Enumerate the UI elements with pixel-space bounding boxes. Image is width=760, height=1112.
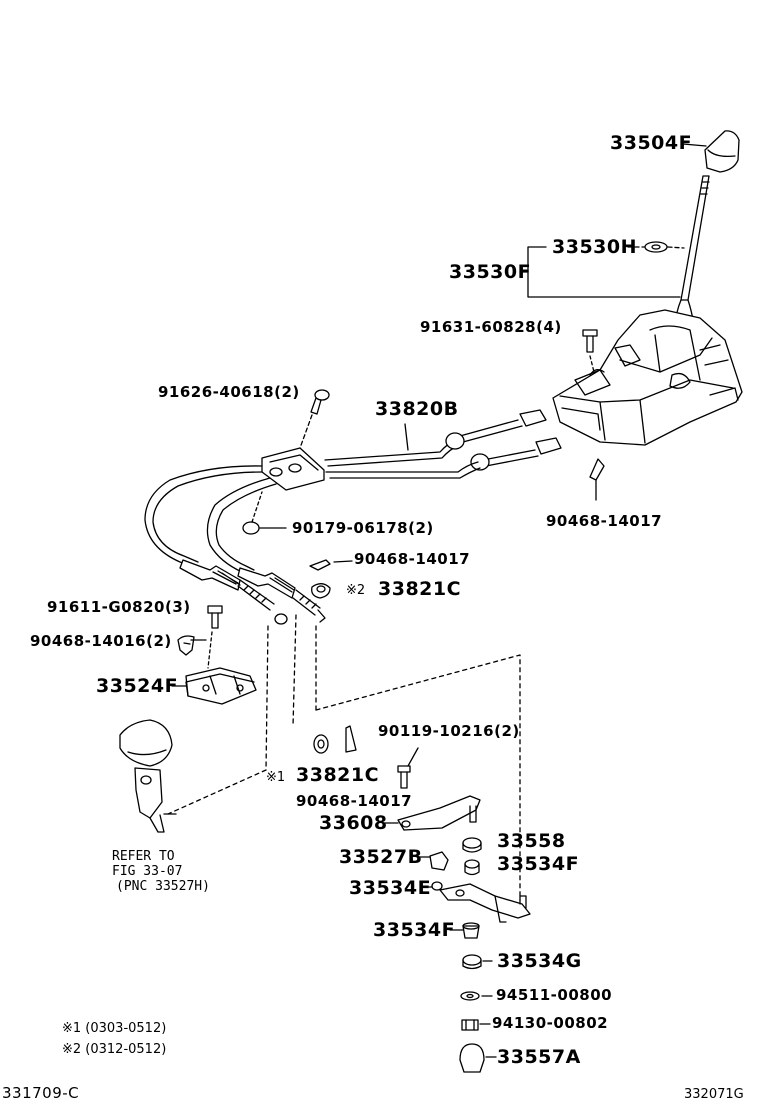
label-90119: 90119-10216(2) (378, 722, 520, 740)
label-33527B: 33527B (339, 846, 423, 868)
bushing-33821C-top (311, 583, 331, 599)
label-90468-14016: 90468-14016(2) (30, 632, 172, 650)
label-33608: 33608 (319, 812, 388, 834)
bracket-33608 (383, 795, 481, 831)
bolt-91611 (207, 605, 223, 629)
refer-line-3: (PNC 33527H) (116, 879, 210, 894)
bushing-33534F-lower (449, 922, 480, 939)
cable-assembly-33820B (144, 423, 490, 625)
footer-right-code: 332071G (684, 1087, 744, 1102)
bushing-33534G (462, 954, 493, 970)
bushing-33821C-bottom (313, 734, 329, 754)
part-33527B (417, 851, 449, 871)
mark-2: ※2 (346, 583, 366, 598)
label-33504F: 33504F (610, 132, 693, 154)
bushing-33534F-upper (464, 859, 480, 876)
mark-1: ※1 (266, 770, 286, 785)
note-1: ※1 (0303-0512) (62, 1021, 167, 1036)
nut-94130 (461, 1019, 491, 1031)
label-91631: 91631-60828(4) (420, 318, 562, 336)
cable-connector-lower (482, 437, 562, 467)
label-94511: 94511-00800 (496, 986, 613, 1004)
clip-90468-middle (309, 559, 353, 571)
label-33534E: 33534E (349, 877, 432, 899)
refer-line-1: REFER TO (112, 849, 175, 864)
cap-33557A (459, 1043, 497, 1073)
bolt-90119 (397, 747, 419, 789)
dashed-leaders (167, 614, 521, 901)
bolt-91626 (299, 389, 330, 449)
label-90468-middle: 90468-14017 (354, 550, 471, 568)
shift-knob-33504F (682, 130, 740, 173)
clip-90468-lower (345, 725, 357, 753)
label-33557A: 33557A (497, 1046, 581, 1068)
label-33820B: 33820B (375, 398, 459, 420)
label-33534G: 33534G (497, 950, 582, 972)
clip-90468-14016 (177, 635, 207, 656)
shift-lever-housing (552, 309, 743, 446)
bracket-33530F (519, 246, 681, 298)
washer-33530H (627, 241, 685, 253)
label-33821C-bottom: 33821C (296, 764, 380, 786)
bolt-91631 (582, 329, 598, 373)
washer-94511 (460, 991, 493, 1001)
label-94130: 94130-00802 (492, 1014, 609, 1032)
label-33534F-upper: 33534F (497, 853, 580, 875)
shift-lever-rod (674, 175, 710, 327)
label-91626: 91626-40618(2) (158, 383, 300, 401)
label-33821C-top: 33821C (378, 578, 462, 600)
label-90179: 90179-06178(2) (292, 519, 434, 537)
label-33530H: 33530H (552, 236, 638, 258)
label-33558: 33558 (497, 830, 566, 852)
label-33534F-lower: 33534F (373, 919, 456, 941)
washer-33558 (462, 837, 482, 853)
label-90468-lower: 90468-14017 (296, 792, 413, 810)
label-33530F: 33530F (449, 261, 532, 283)
refer-line-2: FIG 33-07 (112, 864, 183, 879)
label-90468-right: 90468-14017 (546, 512, 663, 530)
label-91611: 91611-G0820(3) (47, 598, 191, 616)
bolt-90179 (242, 491, 287, 535)
clip-90468-right (589, 458, 605, 501)
bracket-33524F (171, 667, 257, 705)
cable-connector-upper (459, 409, 547, 443)
transmission-lever-ref (119, 719, 177, 833)
footer-left-code: 331709-C (2, 1084, 80, 1102)
lever-33534E (425, 881, 531, 923)
label-33524F: 33524F (96, 675, 179, 697)
note-2: ※2 (0312-0512) (62, 1042, 167, 1057)
